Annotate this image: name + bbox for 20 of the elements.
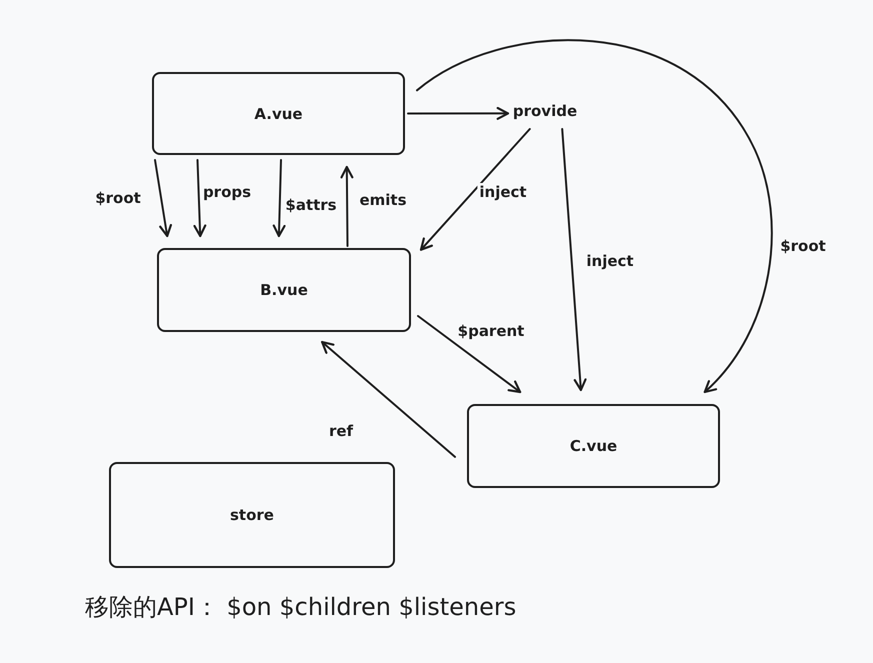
arrow	[154, 159, 172, 238]
edge-label: $root	[778, 237, 828, 255]
note-text: 移除的API： $on $children $listeners	[85, 593, 516, 622]
component-box: C.vue	[467, 404, 720, 488]
component-box: A.vue	[152, 72, 405, 155]
text-label: provide	[512, 99, 578, 123]
arrow	[321, 340, 456, 458]
arrow	[272, 159, 286, 238]
arrow	[407, 106, 510, 120]
edge-label: $parent	[456, 322, 526, 340]
arrow	[193, 159, 206, 238]
component-box: B.vue	[157, 248, 411, 332]
arrow	[561, 128, 587, 392]
arrow	[417, 315, 522, 394]
edge-label: inject	[477, 183, 529, 201]
arrow	[416, 39, 773, 394]
arrow	[420, 128, 531, 251]
component-box: store	[109, 462, 395, 568]
arrow	[340, 166, 354, 247]
edge-label: $root	[93, 189, 143, 207]
